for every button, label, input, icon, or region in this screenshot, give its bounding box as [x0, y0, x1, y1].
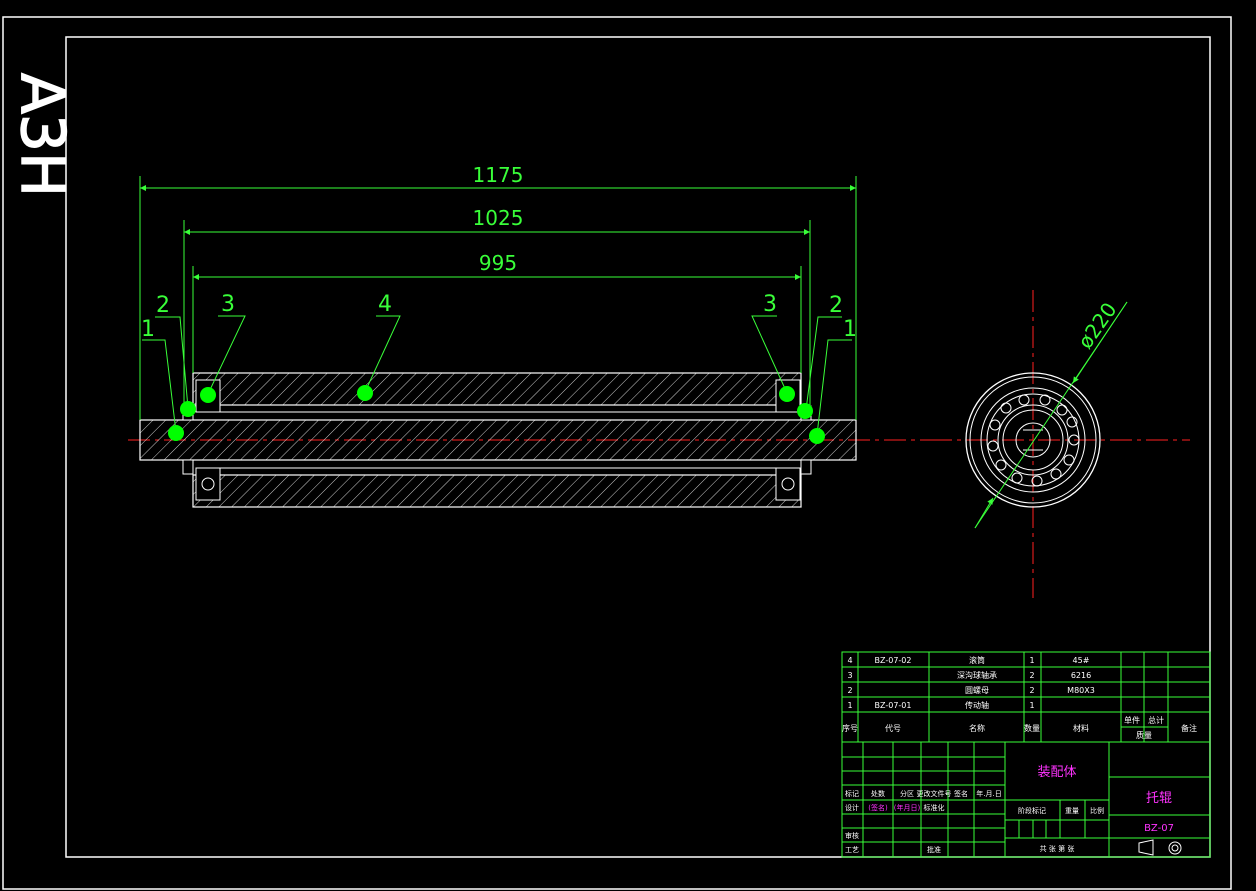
process-label: 工艺 [845, 846, 859, 854]
parts-row-3-qty: 2 [1029, 671, 1034, 680]
dim-text-diameter: ø220 [1073, 298, 1122, 353]
balloon-4: 4 [378, 292, 392, 317]
stage-mark: 阶段标记 [1018, 806, 1046, 815]
part-markers [168, 385, 825, 444]
marker-1-left [168, 425, 184, 441]
parts-row-1-no: 1 [847, 701, 852, 710]
shaft [139, 419, 857, 461]
bearing-bottom-left [195, 467, 221, 501]
rev-count: 处数 [871, 789, 885, 798]
marker-4 [357, 385, 373, 401]
parts-header-remarks: 备注 [1181, 723, 1197, 733]
parts-header-total: 总计 [1148, 715, 1164, 725]
rev-date: 年.月.日 [976, 789, 1001, 798]
parts-row-1-name: 传动轴 [965, 700, 989, 710]
rev-doc: 更改文件号 [917, 789, 952, 798]
projection-symbol-icon [1138, 839, 1182, 856]
parts-header-material: 材料 [1073, 723, 1089, 733]
parts-row-3-material: 6216 [1071, 671, 1091, 680]
parts-row-4-no: 4 [847, 656, 852, 665]
parts-header-unit: 单件 [1124, 715, 1140, 725]
parts-row-4-qty: 1 [1029, 656, 1034, 665]
parts-row-1-code: BZ-07-01 [875, 701, 912, 710]
balloon-3-left: 3 [221, 292, 235, 317]
check-label: 审核 [845, 831, 859, 840]
rev-zone: 分区 [900, 789, 914, 798]
assembly-title: 装配体 [1037, 765, 1076, 780]
dim-text-middle: 1025 [473, 206, 524, 230]
dim-text-inner: 995 [479, 251, 517, 275]
marker-3-right [779, 386, 795, 402]
extension-lines [139, 176, 857, 420]
sheet-count: 共 张 第 张 [1040, 844, 1075, 853]
marker-1-right [809, 428, 825, 444]
design-standard: 标准化 [924, 803, 945, 812]
marker-3-left [200, 387, 216, 403]
stage-scale: 比例 [1090, 806, 1104, 815]
design-date: (年月日) [894, 803, 921, 812]
parts-row-4-material: 45# [1073, 656, 1090, 665]
parts-row-2-material: M80X3 [1067, 686, 1095, 695]
marker-2-right [797, 403, 813, 419]
parts-row-4-name: 滚筒 [969, 655, 985, 665]
nut-left-bottom [182, 459, 194, 475]
drum-lower-wall [192, 474, 802, 508]
leader-lines [142, 315, 852, 436]
balloon-1-left: 1 [141, 317, 155, 342]
parts-row-1-qty: 1 [1029, 701, 1034, 710]
balloon-2-left: 2 [156, 293, 170, 318]
drum-upper-wall [192, 372, 802, 406]
parts-row-2-no: 2 [847, 686, 852, 695]
balloon-1-right: 1 [843, 317, 857, 342]
part-name: 托辊 [1146, 791, 1172, 806]
outer-frame [2, 16, 1232, 890]
balloon-2-right: 2 [829, 293, 843, 318]
parts-header-qty: 数量 [1024, 723, 1040, 733]
parts-row-4-code: BZ-07-02 [875, 656, 912, 665]
format-label: A3H [7, 73, 77, 197]
stage-weight: 重量 [1065, 807, 1079, 815]
parts-row-3-no: 3 [847, 671, 852, 680]
approve-label: 批准 [927, 845, 941, 854]
parts-row-2-name: 圆螺母 [965, 685, 989, 695]
parts-header-no: 序号 [842, 723, 858, 733]
parts-header-weight: 质量 [1136, 730, 1152, 740]
design-sign: (签名) [868, 803, 888, 812]
parts-header-code: 代号 [885, 723, 901, 733]
end-view: ø220 [930, 290, 1190, 598]
dim-text-overall: 1175 [473, 163, 524, 187]
nut-right-bottom [800, 459, 812, 475]
design-label: 设计 [845, 803, 859, 812]
drawing-number: BZ-07 [1144, 823, 1174, 834]
title-block [841, 651, 1211, 858]
parts-row-2-qty: 2 [1029, 686, 1034, 695]
parts-header-name: 名称 [969, 723, 985, 733]
format-label-a: A3H [7, 73, 77, 197]
inner-frame [65, 36, 1211, 858]
parts-row-3-name: 深沟球轴承 [957, 670, 997, 680]
rev-mark: 标记 [845, 789, 859, 798]
bearing-bottom-right [775, 467, 801, 501]
balloon-3-right: 3 [763, 292, 777, 317]
balloon-labels: 1 2 3 4 3 2 1 [141, 292, 857, 342]
rev-sign: 签名 [954, 789, 968, 798]
marker-2-left [180, 401, 196, 417]
